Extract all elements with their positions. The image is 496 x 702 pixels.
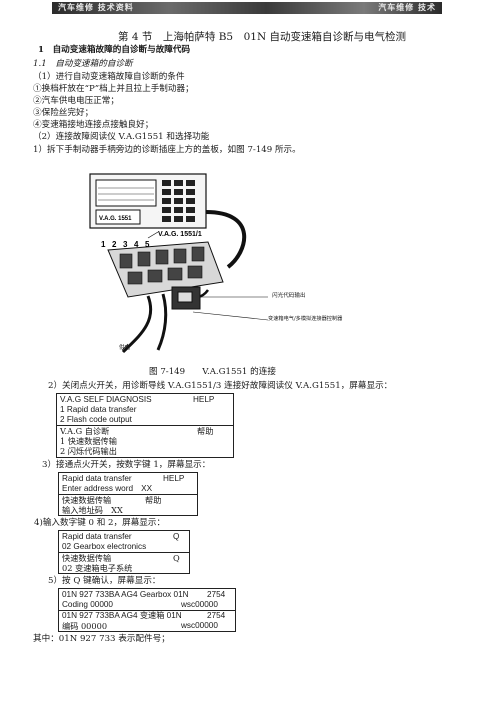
screen3-row1: Rapid data transfer	[62, 532, 132, 541]
condition-1: ①换档杆放在“P”档上并且拉上手制动器；	[33, 84, 194, 94]
note-part-number: 其中：01N 927 733 表示配件号；	[33, 634, 170, 644]
screen4-divider	[59, 610, 235, 611]
callout-flash-code: 闪光代码输出	[272, 293, 306, 299]
screen-display-self-diagnosis: V.A.G SELF DIAGNOSIS HELP 1 Rapid data t…	[56, 393, 234, 458]
paragraph-conditions: （1）进行自动变速箱故障自诊断的条件	[33, 72, 185, 82]
screen4-wsc-cn: wsc00000	[181, 621, 218, 630]
condition-4: ④变速箱接地连接点接触良好；	[33, 120, 154, 130]
panel-label: V.A.G. 1551	[99, 216, 132, 222]
screen1-help-cn: 帮助	[197, 426, 214, 436]
condition-2: ②汽车供电电压正常；	[33, 96, 119, 106]
screen3-row2: 02 Gearbox electronics	[62, 542, 147, 551]
screen4-row1: 01N 927 733BA AG4 Gearbox 01N	[62, 590, 189, 599]
vag1551-connection-figure: V.A.G. 1551 V.A.G. 1551/1 1 2 3 4 5	[89, 173, 269, 354]
screen1-row1: V.A.G SELF DIAGNOSIS	[60, 395, 152, 404]
screen3-row4: 02 变速箱电子系统	[62, 563, 133, 573]
section-1-heading: 1 自动变速箱故障的自诊断与故障代码	[38, 45, 191, 55]
screen1-divider	[57, 425, 233, 426]
screen1-row4: V.A.G 自诊断	[60, 426, 110, 436]
step-3: 3）接通点火开关，按数字键 1，屏幕显示：	[42, 460, 211, 470]
condition-3: ③保险丝完好；	[33, 108, 94, 118]
page-heading: 第 4 节 上海帕萨特 B5 01N 自动变速箱自诊断与电气检测	[118, 31, 406, 43]
step-2: 2）关闭点火开关，用诊断导线 V.A.G1551/3 连接好故障阅读仪 V.A.…	[48, 381, 393, 391]
pin-number-5: 5	[145, 240, 150, 249]
screen2-divider	[59, 494, 197, 495]
pin-number-2: 2	[112, 240, 117, 249]
screen4-row4: 编码 00000	[62, 621, 108, 631]
screen1-row6: 2 闪烁代码输出	[60, 446, 117, 456]
screen2-help-cn: 帮助	[145, 495, 162, 505]
screen1-row5: 1 快速数据传输	[60, 436, 117, 446]
pin-number-1: 1	[101, 240, 106, 249]
screen2-help: HELP	[163, 474, 185, 483]
screen1-row2: 1 Rapid data transfer	[60, 405, 137, 414]
banner-left-text: 汽车维修 技术资料	[58, 3, 134, 12]
screen-display-controller-id: 01N 927 733BA AG4 Gearbox 01N 2754 Codin…	[58, 588, 236, 632]
pin-number-4: 4	[134, 240, 139, 249]
screen1-row3: 2 Flash code output	[60, 415, 132, 424]
callout-power: 供电	[119, 345, 131, 351]
step-5: 5）按 Q 键确认，屏幕显示：	[48, 576, 161, 586]
pin-number-3: 3	[123, 240, 128, 249]
screen2-row4: 输入地址码 XX	[62, 505, 123, 515]
section-1-1-heading: 1.1 自动变速箱的自诊断	[33, 59, 133, 69]
step-1: 1）拆下手制动器手柄旁边的诊断插座上方的盖板，如图 7-149 所示。	[33, 145, 301, 155]
screen3-q: Q	[173, 532, 180, 541]
screen-display-enter-address: Rapid data transfer HELP Enter address w…	[58, 472, 198, 516]
paragraph-connect: （2）连接故障阅读仪 V.A.G1551 和选择功能	[33, 132, 210, 142]
screen3-divider	[59, 552, 189, 553]
screen2-row1: Rapid data transfer	[62, 474, 132, 483]
header-banner: 汽车维修 技术资料 汽车维修 技术	[52, 2, 442, 14]
screen4-version-cn: 2754	[207, 611, 226, 620]
screen4-version: 2754	[207, 590, 226, 599]
screen4-row3: 01N 927 733BA AG4 变速箱 01N	[62, 611, 182, 620]
screen2-row2: Enter address word XX	[62, 484, 153, 493]
screen2-row3: 快速数据传输	[62, 495, 112, 505]
screen-display-gearbox-electronics: Rapid data transfer Q 02 Gearbox electro…	[58, 530, 190, 574]
callout-gearbox-connector: 变速箱电气/多模拟连接器控制器	[268, 316, 343, 322]
screen4-wsc: wsc00000	[181, 600, 218, 609]
figure-caption: 图 7-149 V.A.G1551 的连接	[149, 367, 276, 377]
screen3-q-cn: Q	[173, 553, 180, 563]
screen4-row2: Coding 00000	[62, 600, 113, 609]
screen1-help: HELP	[193, 395, 215, 404]
banner-right-text: 汽车维修 技术	[378, 3, 436, 12]
step-4: 4)输入数字键 0 和 2，屏幕显示：	[34, 518, 166, 528]
device-label: V.A.G. 1551/1	[158, 231, 202, 238]
screen3-row3: 快速数据传输	[62, 553, 112, 563]
